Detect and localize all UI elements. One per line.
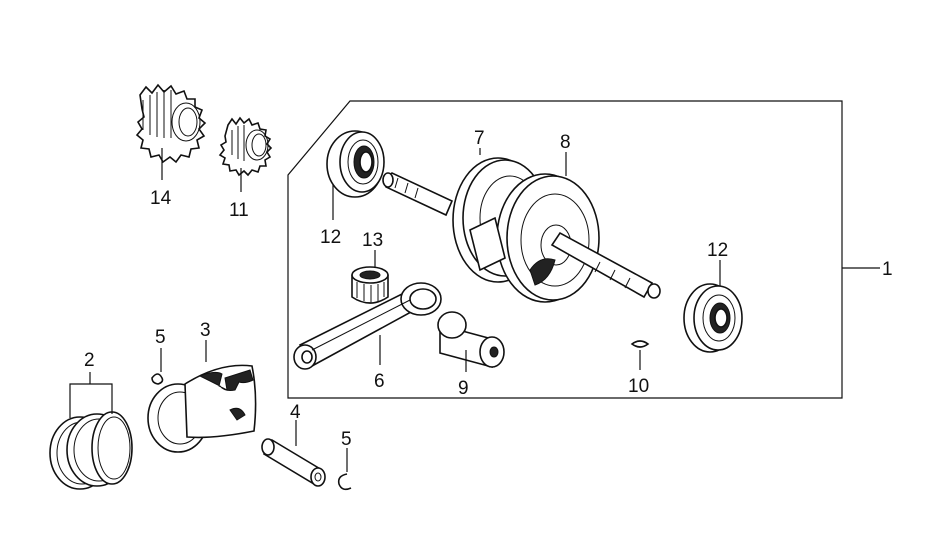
part-13-needle-bearing bbox=[351, 266, 389, 304]
callout-12b: 12 bbox=[707, 240, 728, 261]
part-10-woodruff-key bbox=[630, 340, 650, 348]
part-4-piston-pin bbox=[261, 438, 326, 487]
callout-2: 2 bbox=[84, 350, 95, 371]
callout-12a: 12 bbox=[320, 227, 341, 248]
part-14-gear bbox=[135, 83, 207, 164]
callout-4: 4 bbox=[290, 402, 301, 423]
part-3-piston bbox=[147, 364, 257, 453]
part-2-piston-rings bbox=[49, 411, 133, 490]
part-12-bearing-right bbox=[683, 283, 743, 353]
part-5-circlip-top bbox=[151, 373, 164, 385]
callout-10: 10 bbox=[628, 376, 649, 397]
callout-11: 11 bbox=[229, 200, 249, 221]
part-11-gear bbox=[218, 116, 273, 177]
leader-2 bbox=[69, 372, 113, 418]
callout-13: 13 bbox=[362, 230, 383, 251]
part-12-bearing-left bbox=[326, 130, 385, 198]
part-6-connecting-rod bbox=[293, 282, 442, 370]
callout-7: 7 bbox=[474, 128, 485, 149]
callout-1: 1 bbox=[882, 259, 893, 280]
callout-9: 9 bbox=[458, 378, 469, 399]
callout-3: 3 bbox=[200, 320, 211, 341]
part-9-crank-pin bbox=[437, 311, 505, 369]
callout-5a: 5 bbox=[155, 327, 166, 348]
callout-5b: 5 bbox=[341, 429, 352, 450]
callout-14: 14 bbox=[150, 188, 172, 209]
assembly-group-outline bbox=[287, 100, 843, 399]
part-7-8-crankshaft bbox=[382, 157, 661, 303]
part-5-circlip-bottom bbox=[337, 473, 352, 491]
callout-6: 6 bbox=[374, 371, 385, 392]
callout-8: 8 bbox=[560, 132, 571, 153]
